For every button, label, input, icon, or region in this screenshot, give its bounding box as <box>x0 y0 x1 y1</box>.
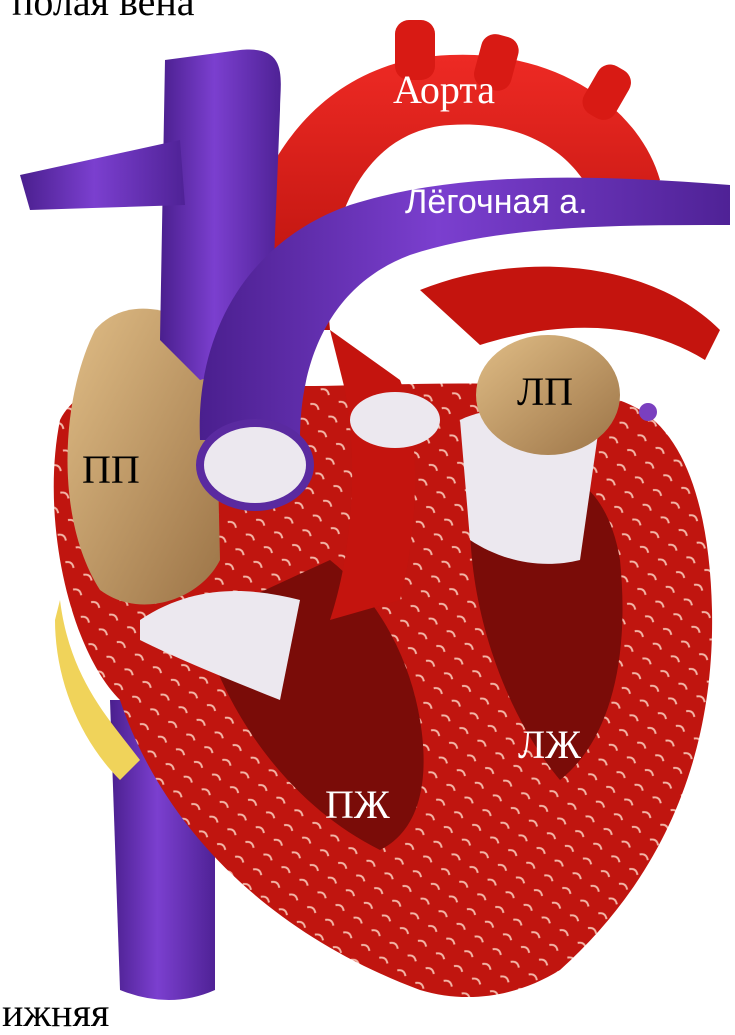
label-right-ventricle: ПЖ <box>325 785 390 825</box>
label-superior-vena-cava: полая вена <box>12 0 195 22</box>
aortic-valve <box>350 392 440 448</box>
label-left-ventricle: ЛЖ <box>518 725 581 765</box>
label-aorta: Аорта <box>393 70 495 110</box>
label-pulmonary-artery: Лёгочная а. <box>405 185 588 219</box>
label-inferior-vena-cava: ижняя <box>2 993 109 1033</box>
fat-dot <box>639 403 657 421</box>
label-left-atrium: ЛП <box>517 372 573 412</box>
label-right-atrium: ПП <box>82 450 140 490</box>
brachiocephalic-vein <box>20 140 185 210</box>
